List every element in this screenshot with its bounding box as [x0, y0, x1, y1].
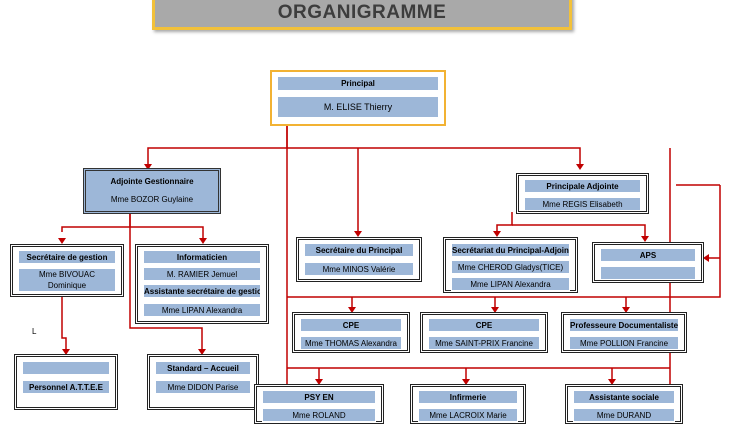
standard-name: Mme DIDON Parise [155, 380, 251, 394]
secretariat-adjoint-name2: Mme LIPAN Alexandra [451, 277, 570, 291]
cpe-1-name: Mme THOMAS Alexandra [300, 336, 402, 350]
personnel-name: Personnel A.T.T.E.E [22, 380, 110, 394]
infirmerie-title: Infirmerie [418, 390, 518, 404]
node-infirmerie: Infirmerie Mme LACROIX Marie [410, 384, 526, 424]
node-secretariat-adjoint: Secrétariat du Principal-Adjoint Mme CHE… [443, 237, 578, 293]
node-cpe-1: CPE Mme THOMAS Alexandra [292, 312, 410, 353]
secretaire-gestion-name-line1: Mme BIVOUAC [38, 270, 95, 279]
standard-title: Standard – Accueil [155, 361, 251, 375]
infirmerie-name: Mme LACROIX Marie [418, 408, 518, 422]
cpe-1-title: CPE [300, 318, 402, 332]
principale-adjointe-name: Mme REGIS Elisabeth [524, 197, 641, 211]
arrow-cpe1 [348, 307, 356, 313]
informaticien-title: Informaticien [143, 250, 261, 264]
node-documentaliste: Professeure Documentaliste Mme POLLION F… [561, 312, 687, 353]
line-gest-branches [61, 226, 204, 238]
node-aps: APS [592, 242, 704, 283]
psy-title: PSY EN [262, 390, 376, 404]
node-secretaire-principal: Secrétaire du Principal Mme MINOS Valéri… [296, 237, 422, 282]
arrow-infirmerie [462, 379, 470, 385]
secretaire-principal-name: Mme MINOS Valérie [304, 262, 414, 276]
psy-name: Mme ROLAND [262, 408, 376, 422]
secretaire-gestion-name-line2: Dominique [47, 281, 87, 290]
arrow-informaticien [199, 238, 207, 244]
line-to-aps [287, 185, 721, 298]
aps-name [600, 266, 696, 280]
node-assistante-sociale: Assistante sociale Mme DURAND [565, 384, 683, 424]
cpe-2-title: CPE [428, 318, 540, 332]
node-standard: Standard – Accueil Mme DIDON Parise [147, 354, 259, 410]
personnel-title [22, 361, 110, 375]
node-secretaire-gestion: Secrétaire de gestion Mme BIVOUAC Domini… [10, 244, 124, 297]
title-banner: ORGANIGRAMME [152, 0, 572, 30]
secretaire-principal-title: Secrétaire du Principal [304, 243, 414, 257]
informaticien-name: M. RAMIER Jemuel [143, 267, 261, 281]
arrow-principale-adjointe [576, 164, 584, 170]
arrow-aps-right [703, 254, 709, 262]
secretariat-adjoint-name: Mme CHEROD Gladys(TICE) [451, 260, 570, 274]
node-cpe-2: CPE Mme SAINT-PRIX Francine [420, 312, 548, 353]
stray-mark: L [32, 327, 37, 336]
secretaire-gestion-name-block: Mme BIVOUAC Dominique [18, 268, 116, 292]
arrow-secretaire-gestion [58, 238, 66, 244]
node-personnel: Personnel A.T.T.E.E [14, 354, 118, 410]
secretaire-gestion-title: Secrétaire de gestion [18, 250, 116, 264]
arrow-secretariat-adjoint [493, 231, 501, 237]
arrow-standard [198, 349, 206, 355]
page-title: ORGANIGRAMME [277, 2, 447, 23]
arrow-cpe2 [491, 307, 499, 313]
aps-title: APS [600, 248, 696, 262]
line-adj-aps [512, 224, 646, 236]
assistante-secretaire-title: Assistante secrétaire de gestion [143, 284, 261, 298]
line-principal-right [287, 147, 581, 165]
assistante-sociale-title: Assistante sociale [573, 390, 675, 404]
arrow-assistante-sociale [608, 379, 616, 385]
arrow-aps-top [641, 236, 649, 242]
arrow-psy [315, 379, 323, 385]
node-psy: PSY EN Mme ROLAND [254, 384, 384, 424]
adjointe-gestionnaire-name: Mme BOZOR Guylaine [110, 195, 194, 204]
arrow-documentaliste [622, 307, 630, 313]
documentaliste-title: Professeure Documentaliste [569, 318, 679, 332]
principal-name: M. ELISE Thierry [277, 96, 439, 118]
cpe-2-name: Mme SAINT-PRIX Francine [428, 336, 540, 350]
node-informaticien: Informaticien M. RAMIER Jemuel Assistant… [135, 244, 269, 324]
secretariat-adjoint-title: Secrétariat du Principal-Adjoint [451, 243, 570, 257]
line-secgest-down [61, 296, 67, 350]
documentaliste-name: Mme POLLION Francine [569, 336, 679, 350]
node-principale-adjointe: Principale Adjointe Mme REGIS Elisabeth [516, 173, 649, 214]
arrow-adjointe-gestionnaire [144, 164, 152, 170]
principal-title: Principal [277, 76, 439, 91]
arrow-secretaire-principal [354, 231, 362, 237]
line-principal-left [147, 125, 288, 165]
assistante-sociale-name: Mme DURAND [573, 408, 675, 422]
arrow-personnel [62, 349, 70, 355]
line-gest-trunk [129, 213, 203, 350]
adjointe-gestionnaire-title: Adjointe Gestionnaire [110, 177, 194, 186]
assistante-secretaire-name: Mme LIPAN Alexandra [143, 303, 261, 317]
node-adjointe-gestionnaire: Adjointe Gestionnaire Mme BOZOR Guylaine [83, 168, 221, 214]
line-adj-secretariat [496, 212, 513, 232]
principale-adjointe-title: Principale Adjointe [524, 179, 641, 193]
node-principal: Principal M. ELISE Thierry [270, 70, 446, 126]
